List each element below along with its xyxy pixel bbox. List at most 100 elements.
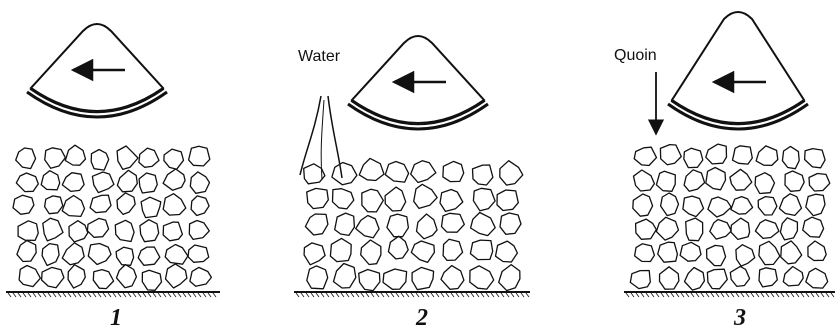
ground-hatch <box>28 293 31 297</box>
ground-hatch <box>193 293 196 297</box>
rock <box>43 218 63 241</box>
ground-hatch <box>396 293 399 297</box>
rock <box>307 188 329 208</box>
ground-hatch <box>671 293 674 297</box>
rock <box>359 158 384 180</box>
ground-hatch <box>456 293 459 297</box>
rock <box>62 196 84 217</box>
ground-hatch <box>321 293 324 297</box>
ground-hatch <box>128 293 131 297</box>
ground-hatch <box>43 293 46 297</box>
ground-hatch <box>13 293 16 297</box>
ground-hatch <box>183 293 186 297</box>
ground-hatch <box>661 293 664 297</box>
ground-hatch <box>18 293 21 297</box>
ground-hatch <box>88 293 91 297</box>
rock <box>359 270 380 291</box>
rock <box>117 146 138 169</box>
rock <box>88 244 111 265</box>
ground-hatch <box>751 293 754 297</box>
rock <box>441 266 464 290</box>
ground-hatch <box>441 293 444 297</box>
ground-hatch <box>801 293 804 297</box>
rock <box>731 218 750 239</box>
rock <box>684 170 705 191</box>
rock <box>680 242 701 261</box>
rock <box>656 171 675 191</box>
rock <box>808 241 826 261</box>
ground-hatch <box>761 293 764 297</box>
rock <box>806 268 828 288</box>
quoin-label: Quoin <box>614 47 657 65</box>
rock <box>440 190 463 212</box>
rock <box>165 245 188 265</box>
rock <box>708 197 731 217</box>
ground-hatch <box>68 293 71 297</box>
rock <box>385 162 408 183</box>
rock <box>117 193 135 215</box>
rock <box>707 245 726 265</box>
ground-hatch <box>366 293 369 297</box>
ground-hatch <box>178 293 181 297</box>
rock <box>62 173 84 192</box>
ground-hatch <box>123 293 126 297</box>
rock <box>803 217 824 237</box>
rock-bed-2 <box>294 158 530 297</box>
cutting-tool-1 <box>27 24 167 117</box>
ground-hatch <box>8 293 11 297</box>
ground-hatch <box>816 293 819 297</box>
rock <box>141 197 161 217</box>
rock <box>116 247 134 265</box>
rock <box>759 268 777 287</box>
rock <box>755 220 779 239</box>
ground-hatch <box>103 293 106 297</box>
panel-number-3: 3 <box>734 305 746 332</box>
ground-hatch <box>521 293 524 297</box>
rock <box>16 148 36 169</box>
ground-hatch <box>138 293 141 297</box>
ground-hatch <box>331 293 334 297</box>
rock <box>634 147 656 165</box>
ground-hatch <box>711 293 714 297</box>
rock <box>65 145 85 165</box>
rock <box>443 239 463 260</box>
rock <box>69 221 88 242</box>
ground-hatch <box>163 293 166 297</box>
ground-hatch <box>821 293 824 297</box>
ground-hatch <box>731 293 734 297</box>
rock <box>115 220 134 241</box>
ground-hatch <box>351 293 354 297</box>
ground-hatch <box>771 293 774 297</box>
rock <box>304 243 325 265</box>
rock <box>417 214 438 239</box>
ground-hatch <box>736 293 739 297</box>
ground-hatch <box>306 293 309 297</box>
ground-hatch <box>386 293 389 297</box>
ground-hatch <box>726 293 729 297</box>
rock <box>190 172 209 193</box>
rock <box>334 264 356 289</box>
ground-hatch <box>108 293 111 297</box>
rock <box>191 196 209 216</box>
ground-hatch <box>656 293 659 297</box>
tool-body <box>352 36 484 123</box>
rock <box>305 214 328 235</box>
ground-hatch <box>431 293 434 297</box>
rock <box>163 222 182 241</box>
rock <box>660 267 679 289</box>
ground-hatch <box>158 293 161 297</box>
rock <box>780 218 797 240</box>
ground-hatch <box>168 293 171 297</box>
ground-hatch <box>691 293 694 297</box>
rock <box>706 144 727 164</box>
ground-hatch <box>721 293 724 297</box>
rock <box>356 216 379 238</box>
rock <box>634 170 655 191</box>
ground-hatch <box>696 293 699 297</box>
ground-hatch <box>416 293 419 297</box>
rock <box>805 149 826 168</box>
rock <box>806 194 825 216</box>
rock <box>809 174 830 192</box>
